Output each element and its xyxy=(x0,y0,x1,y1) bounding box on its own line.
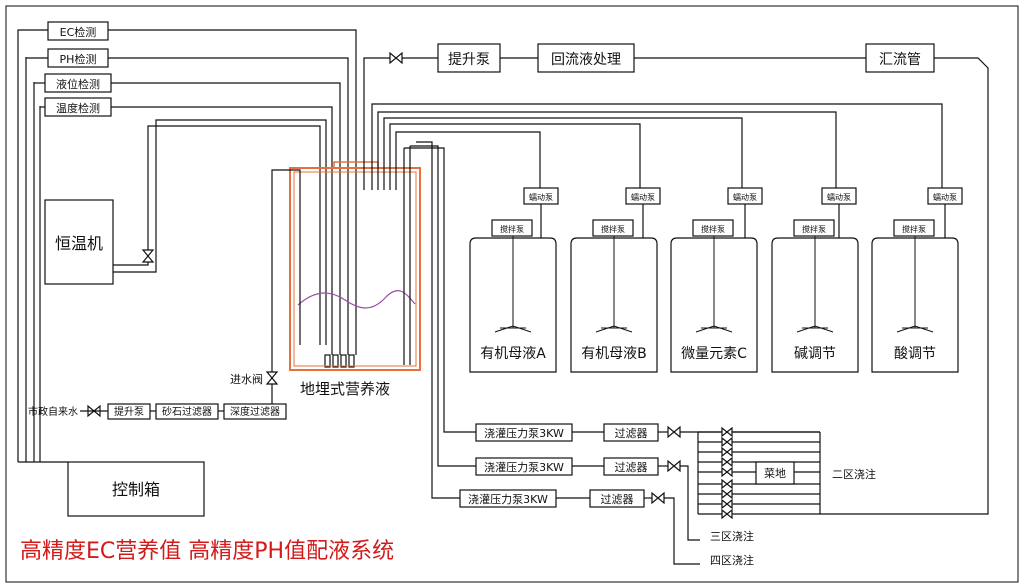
svg-text:砂石过滤器: 砂石过滤器 xyxy=(162,405,212,418)
svg-text:回流液处理: 回流液处理 xyxy=(551,52,621,68)
valve-icon xyxy=(726,456,733,468)
valve-icon xyxy=(721,508,728,520)
page-title: 高精度EC营养值 高精度PH值配液系统 xyxy=(20,539,394,564)
irrigation-line-2: 浇灌压力泵3KW 过滤器 xyxy=(475,457,700,541)
mixer-label: 搅拌泵 xyxy=(802,224,826,234)
sensor-ph: PH检测 xyxy=(47,48,109,68)
zone-2-label: 二区浇注 xyxy=(832,467,876,481)
zone2-manifold: 菜地 xyxy=(697,426,821,520)
svg-text:汇流管: 汇流管 xyxy=(879,52,921,68)
dosing-tank-label: 微量元素C xyxy=(681,346,747,362)
control-box: 控制箱 xyxy=(18,461,205,517)
mixer-label: 搅拌泵 xyxy=(701,224,725,234)
inlet-pipe xyxy=(265,169,301,404)
tank-label: 地埋式营养液 xyxy=(300,380,390,398)
sensor-ec: EC检测 xyxy=(47,21,109,41)
svg-text:提升泵: 提升泵 xyxy=(448,52,490,68)
inlet-chain: 提升泵 砂石过滤器 深度过滤器 xyxy=(80,403,287,420)
valve-icon xyxy=(726,446,733,458)
peristaltic-pump-label: 蠕动泵 xyxy=(733,192,757,202)
svg-text:过滤器: 过滤器 xyxy=(601,493,634,506)
valve-icon xyxy=(721,466,728,478)
svg-text:浇灌压力泵3KW: 浇灌压力泵3KW xyxy=(484,427,564,440)
svg-text:恒温机: 恒温机 xyxy=(55,234,103,253)
svg-text:过滤器: 过滤器 xyxy=(615,461,648,474)
nutrient-tank xyxy=(289,161,421,371)
svg-text:液位检测: 液位检测 xyxy=(56,77,100,91)
dosing-group: 蠕动泵搅拌泵有机母液A蠕动泵搅拌泵有机母液B蠕动泵搅拌泵微量元素C蠕动泵搅拌泵碱… xyxy=(469,187,963,373)
dosing-tank-label: 有机母液A xyxy=(480,346,546,362)
sensor-probes xyxy=(324,190,357,368)
valve-icon xyxy=(721,436,728,448)
valve-icon xyxy=(726,498,733,510)
valve-icon xyxy=(726,478,733,490)
inlet-valve-label: 进水阀 xyxy=(230,372,263,386)
svg-text:提升泵: 提升泵 xyxy=(114,406,144,418)
thermostat-unit: 恒温机 xyxy=(44,199,114,285)
mixer-label: 搅拌泵 xyxy=(902,224,926,234)
mixer-label: 搅拌泵 xyxy=(601,224,625,234)
valve-icon xyxy=(721,488,728,500)
sensor-level: 液位检测 xyxy=(44,73,112,93)
dosing-tank-label: 碱调节 xyxy=(794,346,836,362)
svg-text:EC检测: EC检测 xyxy=(60,25,97,39)
peristaltic-pump-label: 蠕动泵 xyxy=(933,192,957,202)
svg-text:过滤器: 过滤器 xyxy=(615,427,648,440)
water-source-label: 市政自来水 xyxy=(28,405,78,418)
valve-icon xyxy=(726,436,733,448)
valve-icon xyxy=(721,446,728,458)
svg-text:深度过滤器: 深度过滤器 xyxy=(230,405,280,418)
zone-4-label: 四区浇注 xyxy=(710,553,754,567)
liquid-wave xyxy=(297,289,416,309)
valve-icon xyxy=(726,488,733,500)
peristaltic-pump-label: 蠕动泵 xyxy=(631,192,655,202)
valve-icon xyxy=(726,426,733,438)
valve-icon xyxy=(721,456,728,468)
mixer-label: 搅拌泵 xyxy=(500,224,524,234)
peristaltic-pump-label: 蠕动泵 xyxy=(827,192,851,202)
thermostat-pipes xyxy=(113,119,327,345)
valve-icon xyxy=(721,498,728,510)
irrigation-pipes xyxy=(404,141,476,499)
dosing-lines xyxy=(371,103,943,365)
valve-icon xyxy=(721,478,728,490)
irrigation-line-3: 浇灌压力泵3KW 过滤器 xyxy=(459,489,700,565)
valve-icon xyxy=(721,426,728,438)
return-line: 提升泵 回流液处理 汇流管 xyxy=(363,43,989,515)
control-bus xyxy=(17,29,357,462)
dosing-tank-label: 有机母液B xyxy=(581,346,647,362)
outer-frame xyxy=(5,5,1019,583)
zone-3-label: 三区浇注 xyxy=(710,529,754,543)
svg-text:温度检测: 温度检测 xyxy=(56,101,100,115)
valve-icon xyxy=(726,508,733,520)
svg-text:菜地: 菜地 xyxy=(764,467,786,480)
peristaltic-pump-label: 蠕动泵 xyxy=(529,192,553,202)
svg-text:PH检测: PH检测 xyxy=(60,52,97,66)
dosing-tank-label: 酸调节 xyxy=(894,346,936,362)
valve-icon xyxy=(726,466,733,478)
sensor-temperature: 温度检测 xyxy=(44,97,112,117)
valve-icon xyxy=(141,249,155,263)
svg-text:浇灌压力泵3KW: 浇灌压力泵3KW xyxy=(484,461,564,474)
svg-text:浇灌压力泵3KW: 浇灌压力泵3KW xyxy=(468,493,548,506)
svg-text:控制箱: 控制箱 xyxy=(112,480,160,499)
